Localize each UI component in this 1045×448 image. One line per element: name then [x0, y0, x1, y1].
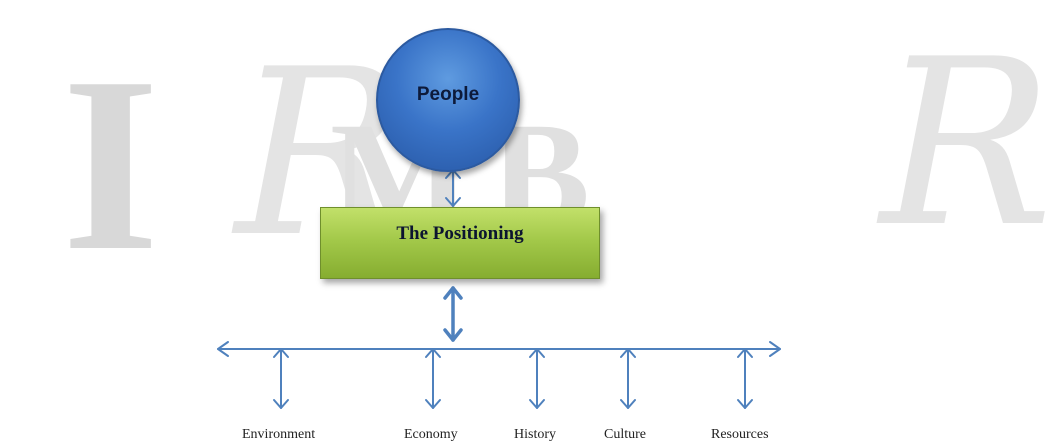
factor-label-culture: Culture [604, 427, 646, 442]
positioning-baseline-arrow [443, 286, 463, 342]
positioning-node-label: The Positioning [396, 223, 524, 244]
factor-label-environment: Environment [242, 427, 316, 442]
watermark-letter-r-right: R [880, 11, 1045, 278]
people-positioning-arrow [445, 169, 461, 207]
factor-arrow-resources [737, 348, 753, 409]
people-node: People [376, 28, 520, 172]
factor-label-resources: Resources [711, 427, 769, 442]
factor-arrow-environment [273, 348, 289, 409]
watermark-letter-i: I [62, 26, 160, 303]
factor-arrow-economy [425, 348, 441, 409]
factor-label-economy: Economy [404, 427, 458, 442]
positioning-node: The Positioning [320, 207, 600, 279]
factor-label-history: History [514, 427, 556, 442]
factor-arrow-history [529, 348, 545, 409]
factor-arrow-culture [620, 348, 636, 409]
baseline-arrow [217, 341, 781, 357]
people-node-label: People [416, 84, 480, 105]
